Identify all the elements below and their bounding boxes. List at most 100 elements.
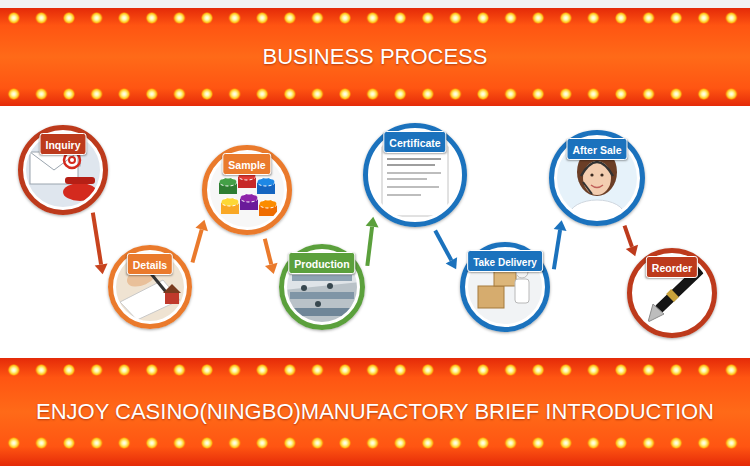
worker xyxy=(301,285,307,291)
chip xyxy=(240,194,258,202)
step-circle: Inquiry xyxy=(18,125,108,215)
certificate-picture xyxy=(368,128,462,222)
eye xyxy=(590,173,593,176)
bulb-row xyxy=(0,11,750,25)
step-label: Take Delivery xyxy=(473,257,537,268)
bulbs xyxy=(0,363,750,377)
bulb-row xyxy=(0,87,750,101)
step-circle: Production xyxy=(279,244,365,330)
step-tab: Sample xyxy=(222,153,271,175)
flow-arrow xyxy=(93,213,108,275)
arrow-shaft xyxy=(554,230,560,269)
bulbs xyxy=(0,11,750,25)
flow-arrow xyxy=(366,217,379,266)
top-strip xyxy=(0,0,750,8)
picture-ground xyxy=(465,247,545,327)
bulb-row xyxy=(0,436,750,450)
bulbs xyxy=(0,436,750,450)
step-circle: Details xyxy=(108,245,192,329)
inquiry-picture xyxy=(20,128,110,218)
telephone-handset xyxy=(65,177,95,184)
picture-ground xyxy=(110,248,190,328)
step-label: Production xyxy=(294,258,349,270)
work-bench xyxy=(290,292,354,299)
work-bench xyxy=(288,308,356,316)
picture-ground xyxy=(284,249,360,325)
step-circle: Certificate xyxy=(363,123,467,227)
production-picture xyxy=(284,249,360,325)
step-label: After Sale xyxy=(572,144,621,156)
bulbs xyxy=(0,87,750,101)
picture-ground xyxy=(20,128,110,218)
parcel-box xyxy=(478,286,504,308)
arrow-shaft xyxy=(265,239,271,265)
step-circle: Sample xyxy=(202,145,292,235)
step-tab: After Sale xyxy=(566,138,627,160)
arrow-shaft xyxy=(367,227,372,266)
chip xyxy=(257,178,275,186)
flow-arrow xyxy=(435,230,457,269)
microphone xyxy=(583,182,592,194)
arrow-shaft xyxy=(192,229,201,262)
smile xyxy=(591,185,603,188)
house-roof xyxy=(163,284,181,293)
step-label: Certificate xyxy=(389,137,440,149)
step-label: Details xyxy=(133,259,167,271)
text-line xyxy=(387,158,441,160)
step-circle: Reorder xyxy=(627,248,717,338)
picture-ground xyxy=(632,253,712,333)
sample-picture xyxy=(205,148,289,232)
arrow-head xyxy=(366,217,379,228)
pen-nib xyxy=(648,304,664,322)
flow-arrow xyxy=(625,226,639,257)
step-circle: Take Delivery xyxy=(460,242,550,332)
house xyxy=(165,292,179,304)
step-tab: Inquiry xyxy=(39,133,86,155)
worker xyxy=(327,283,333,289)
banner-title: BUSINESS PROCESS xyxy=(263,44,488,70)
pen-band xyxy=(670,293,675,298)
factory-floor xyxy=(284,282,360,325)
eye xyxy=(600,173,603,176)
picture-ground xyxy=(368,128,462,222)
text-line xyxy=(387,178,427,180)
paper-sheet xyxy=(120,280,180,320)
arrow-head xyxy=(446,257,457,269)
step-label: Inquiry xyxy=(45,139,80,151)
work-bench xyxy=(292,275,352,281)
arrow-head xyxy=(95,263,108,274)
figure-body xyxy=(515,279,529,303)
step-tab: Certificate xyxy=(383,131,446,153)
bulb-row xyxy=(0,363,750,377)
reorder-picture xyxy=(632,253,712,333)
arrow-shaft xyxy=(93,213,101,265)
step-label: Sample xyxy=(228,159,265,171)
chip xyxy=(219,178,237,186)
flow-arrow xyxy=(265,239,278,274)
step-label: Reorder xyxy=(652,262,692,274)
step-tab: Production xyxy=(288,252,355,274)
arrow-shaft xyxy=(435,230,451,260)
text-line xyxy=(387,172,441,174)
after-sale-picture xyxy=(554,135,640,232)
details-picture xyxy=(110,248,190,328)
chip xyxy=(259,200,277,208)
headset xyxy=(581,162,613,176)
at-symbol xyxy=(69,157,75,163)
text-line xyxy=(387,164,435,166)
arrow-head xyxy=(195,220,208,231)
step-circle: After Sale xyxy=(549,130,645,226)
step-tab: Take Delivery xyxy=(467,250,543,272)
shirt xyxy=(569,200,625,232)
picture-ground xyxy=(205,148,289,232)
text-line xyxy=(387,194,421,196)
delivery-picture xyxy=(465,247,545,327)
step-tab: Details xyxy=(127,253,173,275)
chip xyxy=(221,198,239,206)
arrow-head xyxy=(554,220,567,231)
arrow-head xyxy=(626,245,638,257)
